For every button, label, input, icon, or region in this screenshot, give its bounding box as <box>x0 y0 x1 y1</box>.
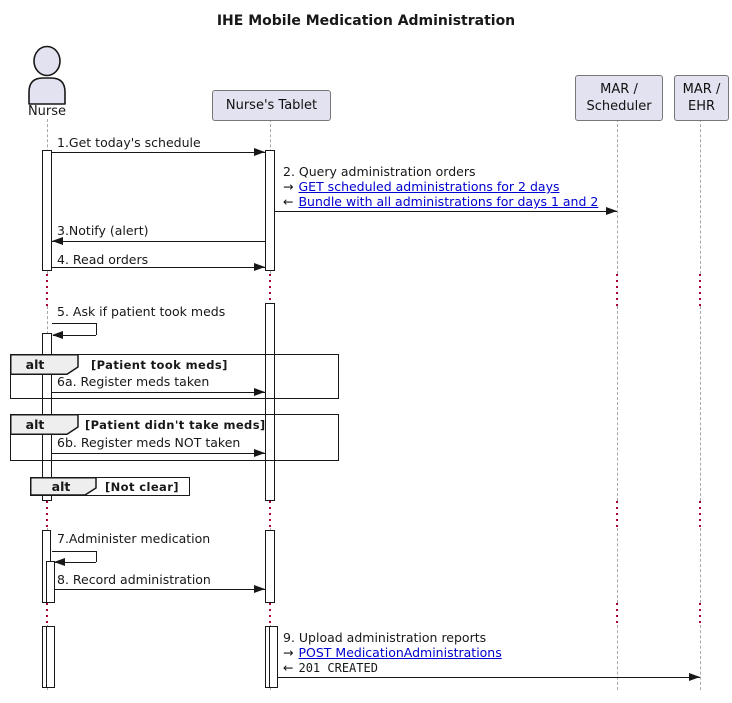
lifeline-ehr <box>700 119 701 274</box>
activation-bar-tablet <box>265 530 275 603</box>
diagram-title: IHE Mobile Medication Administration <box>216 13 516 29</box>
message-8-label: 8. Record administration <box>57 572 211 587</box>
lifeline-ehr <box>700 625 701 690</box>
lifeline-ehr <box>700 306 701 501</box>
delay-dots <box>269 501 271 528</box>
message-6a-line <box>52 392 265 393</box>
participant-ehr-label: MAR / <box>682 82 721 97</box>
message-7-line <box>55 562 96 563</box>
arrowhead-right-icon <box>254 585 265 593</box>
delay-dots <box>699 501 701 528</box>
message-6b-label: 6b. Register meds NOT taken <box>57 435 241 450</box>
arrowhead-right-icon <box>606 207 617 215</box>
alt-operator-label: alt <box>25 357 45 372</box>
alt-operator-label: alt <box>25 417 45 432</box>
activation-bar-tablet-nested <box>269 626 278 688</box>
activation-bar-nurse-nested <box>46 561 55 603</box>
arrowhead-right-icon <box>254 148 265 156</box>
message-2-response: ← Bundle with all administrations for day… <box>283 195 598 209</box>
delay-dots <box>46 274 48 306</box>
alt-frame-2 <box>10 414 339 461</box>
delay-dots <box>616 501 618 528</box>
delay-dots <box>46 501 48 528</box>
message-7-line <box>52 551 96 552</box>
message-5-line <box>52 323 96 324</box>
status-code-201-created: 201 CREATED <box>298 661 378 675</box>
delay-dots <box>46 603 48 625</box>
message-9-label: 9. Upload administration reports <box>283 630 487 645</box>
delay-dots <box>269 603 271 625</box>
delay-dots <box>699 274 701 306</box>
message-9-response: ← 201 CREATED <box>283 660 378 676</box>
lifeline-scheduler <box>617 528 618 603</box>
message-5-label: 5. Ask if patient took meds <box>57 304 226 319</box>
arrowhead-right-icon <box>254 388 265 396</box>
request-arrow-glyph: → <box>283 179 294 194</box>
message-5-line <box>53 335 96 336</box>
alt-frame-1 <box>10 354 339 399</box>
link-get-scheduled-administrations[interactable]: GET scheduled administrations for 2 days <box>298 179 560 194</box>
participant-scheduler: MAR / Scheduler <box>575 75 663 121</box>
message-2-label: 2. Query administration orders <box>283 164 476 179</box>
message-3-label: 3.Notify (alert) <box>57 223 149 238</box>
message-1-line <box>52 152 265 153</box>
delay-dots <box>269 274 271 306</box>
delay-dots <box>616 274 618 306</box>
link-bundle-with-all-administrations[interactable]: Bundle with all administrations for days… <box>298 194 599 209</box>
arrowhead-left-icon <box>52 237 63 245</box>
participant-nurse-label: Nurse <box>27 104 67 119</box>
activation-bar-tablet <box>265 150 275 271</box>
arrowhead-left-icon <box>54 558 65 566</box>
message-2-line <box>275 211 617 212</box>
alt-operator-pentagon-icon <box>10 354 79 375</box>
response-arrow-glyph: ← <box>283 660 294 675</box>
lifeline-scheduler <box>617 119 618 274</box>
arrowhead-right-icon <box>254 449 265 457</box>
participant-scheduler-label: Scheduler <box>586 99 652 114</box>
lifeline-scheduler <box>617 306 618 501</box>
arrowhead-right-icon <box>689 673 700 681</box>
delay-dots <box>616 603 618 625</box>
message-8-line <box>54 589 265 590</box>
nurse-actor-icon <box>28 45 66 105</box>
message-9-request: → POST MedicationAdministrations <box>283 646 502 660</box>
participant-tablet: Nurse's Tablet <box>212 90 331 121</box>
link-post-medication-administrations[interactable]: POST MedicationAdministrations <box>298 645 502 660</box>
message-9-line <box>277 677 700 678</box>
message-4-line <box>52 267 265 268</box>
alt-operator-pentagon-icon <box>30 477 97 496</box>
message-7-line <box>96 551 97 562</box>
alt-operator-label: alt <box>51 479 71 494</box>
message-1-label: 1.Get today's schedule <box>57 135 201 150</box>
arrowhead-left-icon <box>52 331 63 339</box>
lifeline-ehr <box>700 528 701 603</box>
alt-guard-3: [Not clear] <box>105 480 179 494</box>
message-6a-label: 6a. Register meds taken <box>57 374 210 389</box>
participant-scheduler-label: MAR / <box>600 82 638 97</box>
alt-guard-1: [Patient took meds] <box>91 358 228 372</box>
alt-operator-pentagon-icon <box>10 414 79 435</box>
lifeline-scheduler <box>617 625 618 690</box>
participant-tablet-label: Nurse's Tablet <box>225 98 318 113</box>
response-arrow-glyph: ← <box>283 194 294 209</box>
message-2-request: → GET scheduled administrations for 2 day… <box>283 180 559 194</box>
message-4-label: 4. Read orders <box>57 252 149 267</box>
message-7-label: 7.Administer medication <box>57 531 211 546</box>
arrowhead-right-icon <box>254 263 265 271</box>
message-6b-line <box>52 453 265 454</box>
participant-ehr-label: EHR <box>687 99 716 114</box>
message-5-line <box>96 323 97 335</box>
activation-bar-nurse <box>42 150 52 271</box>
request-arrow-glyph: → <box>283 645 294 660</box>
delay-dots <box>699 603 701 625</box>
activation-bar-tablet <box>265 303 275 501</box>
participant-ehr: MAR / EHR <box>674 75 729 121</box>
message-3-line <box>52 241 265 242</box>
activation-bar-nurse-nested <box>46 626 55 688</box>
alt-guard-2: [Patient didn't take meds] <box>85 418 266 432</box>
